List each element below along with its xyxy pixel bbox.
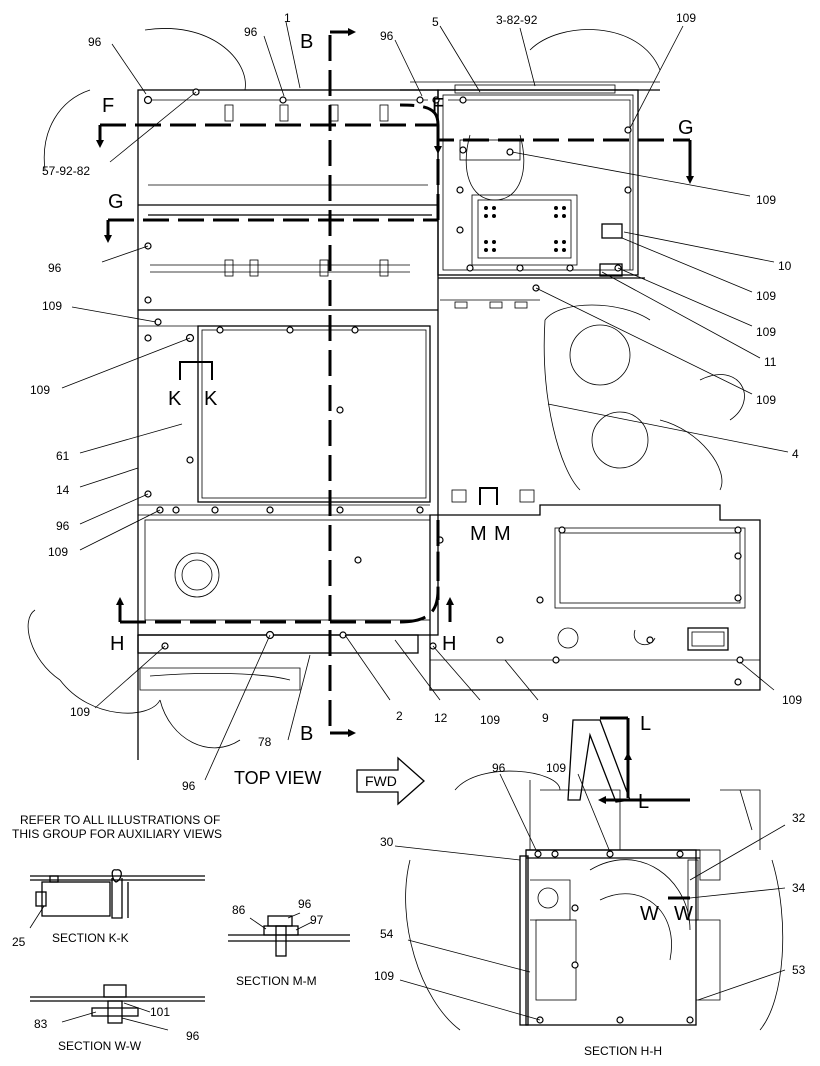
callout-12: 12 [434,711,448,725]
callout-96: 96 [186,1029,200,1043]
callout-2: 2 [396,709,403,723]
callout-14: 14 [56,483,70,497]
callout-10: 10 [778,259,792,273]
fwd-arrow [356,756,425,806]
section-marker-m: M [494,523,511,545]
section-marker-m: M [470,523,487,545]
refer-note-line1: REFER TO ALL ILLUSTRATIONS OF [20,813,220,827]
callout-97: 97 [310,913,324,927]
section-marker-f: F [432,95,444,117]
section-kk-caption: SECTION K-K [52,931,129,945]
callout-109: 109 [756,289,776,303]
callout-4: 4 [792,447,799,461]
section-marker-b: B [300,31,313,53]
section-mm-drawing [228,912,350,957]
callout-109: 109 [782,693,802,707]
callout-109: 109 [546,761,566,775]
section-marker-f: F [102,95,114,117]
section-marker-b: B [300,723,313,745]
callout-109: 109 [374,969,394,983]
section-marker-l: L [640,713,651,735]
callout-25: 25 [12,935,26,949]
callout-96: 96 [182,779,196,793]
section-marker-w: W [640,903,659,925]
callout-96: 96 [244,25,258,39]
section-mm-caption: SECTION M-M [236,974,317,988]
leader-lines [61,21,789,781]
callout-109: 109 [42,299,62,313]
top-view-drawing [27,21,789,791]
callout-83: 83 [34,1017,48,1031]
controller-grid [484,206,566,252]
callout-109: 109 [70,705,90,719]
callout-3-82-92: 3-82-92 [496,13,538,27]
callout-96: 96 [48,261,62,275]
callout-11: 11 [764,355,777,369]
bolt-heads [143,88,744,686]
section-kk-drawing [29,869,205,929]
section-marker-k: K [168,388,182,410]
callout-109: 109 [756,325,776,339]
section-marker-g: G [108,191,124,213]
callout-78: 78 [258,735,272,749]
callout-54: 54 [380,927,394,941]
callout-109: 109 [48,545,68,559]
callout-101: 101 [150,1005,170,1019]
callout-109: 109 [756,193,776,207]
callout-96: 96 [380,29,394,43]
callout-5: 5 [432,15,439,29]
callout-1: 1 [284,11,291,25]
callout-109: 109 [30,383,50,397]
callout-labels: 96 1 B 96 96 5 3-82-92 109 F F G 57-92-8… [12,11,806,1043]
fwd-label: FWD [365,773,397,789]
callout-96: 96 [298,897,312,911]
callout-96: 96 [56,519,70,533]
captions: TOP VIEW FWD REFER TO ALL ILLUSTRATIONS … [12,768,662,1058]
callout-96: 96 [88,35,102,49]
callout-109: 109 [676,11,696,25]
top-view-title: TOP VIEW [234,768,321,788]
section-marker-g: G [678,117,694,139]
callout-109: 109 [480,713,500,727]
section-hh-caption: SECTION H-H [584,1044,662,1058]
callout-53: 53 [792,963,806,977]
callout-61: 61 [56,449,70,463]
callout-86: 86 [232,903,246,917]
callout-9: 9 [542,711,549,725]
section-marker-h: H [442,633,456,655]
section-ww-drawing [30,984,205,1031]
refer-note-line2: THIS GROUP FOR AUXILIARY VIEWS [12,827,222,841]
section-marker-l: L [638,791,649,813]
callout-32: 32 [792,811,806,825]
section-marker-h: H [110,633,124,655]
section-marker-w: W [674,903,693,925]
section-ww-caption: SECTION W-W [58,1039,142,1053]
callout-96: 96 [492,761,506,775]
section-hh-drawing [394,716,786,1031]
callout-30: 30 [380,835,394,849]
callout-109: 109 [756,393,776,407]
section-marker-k: K [204,388,218,410]
callout-34: 34 [792,881,806,895]
callout-57-92-82: 57-92-82 [42,164,90,178]
